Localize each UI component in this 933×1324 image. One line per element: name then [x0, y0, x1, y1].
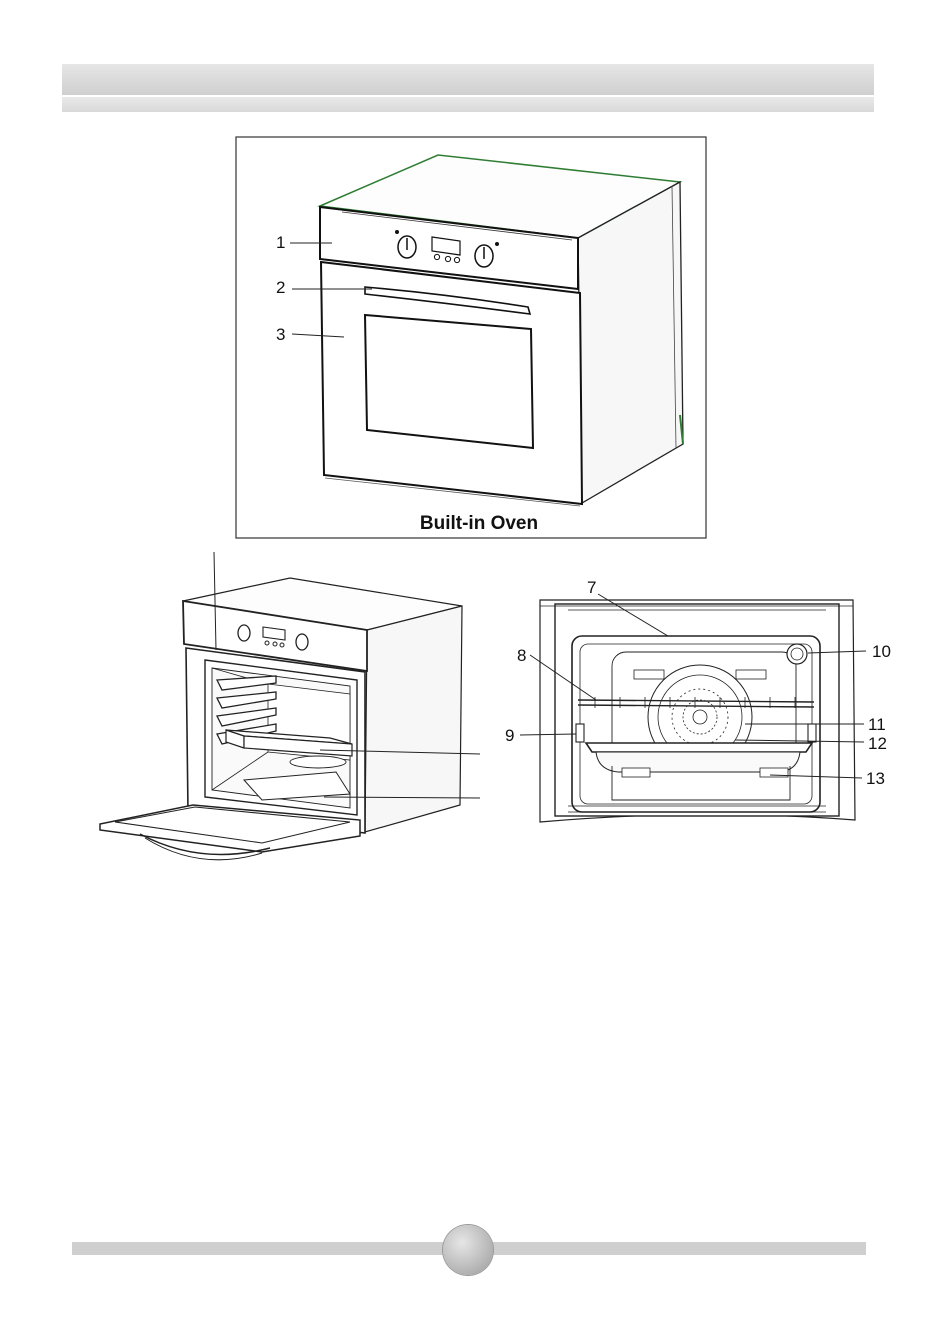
- door-window: [365, 315, 533, 448]
- label-11: 11: [868, 715, 886, 734]
- label-10: 10: [872, 642, 891, 661]
- label-9: 9: [505, 726, 514, 745]
- label-8: 8: [517, 646, 526, 665]
- left-side-runner: [576, 724, 584, 742]
- right-side-runner: [808, 724, 816, 742]
- figure-open-oven: [100, 552, 480, 860]
- page-number-circle: [443, 1225, 493, 1275]
- label-7: 7: [587, 578, 596, 597]
- oven-door: [321, 262, 582, 506]
- figure-caption: Built-in Oven: [420, 513, 538, 534]
- label-13: 13: [866, 769, 885, 788]
- enamel-tray: [586, 743, 812, 752]
- label-3: 3: [276, 325, 285, 344]
- figure-built-in-oven: 1 2 3 Built-in Oven: [236, 137, 706, 538]
- label-12: 12: [868, 734, 887, 753]
- label-2: 2: [276, 278, 285, 297]
- label-1: 1: [276, 233, 285, 252]
- figure-oven-interior: 7 8 9 10 11 12 13: [505, 578, 891, 822]
